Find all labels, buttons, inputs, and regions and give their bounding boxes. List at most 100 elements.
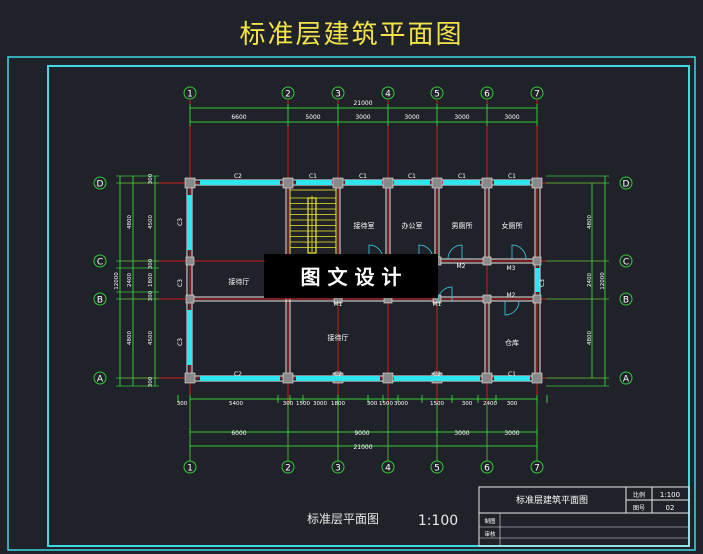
dim-left-mid: 4800 (127, 215, 133, 229)
dim-bottom-detail: 300 (462, 401, 473, 407)
window-tag: C2 (433, 371, 441, 378)
axis-bubble-right-B (619, 292, 633, 306)
dim-top-total: 21000 (353, 100, 372, 107)
axis-bubble-left-A (93, 371, 107, 385)
axis-label-left: D (97, 180, 104, 190)
door-swing (437, 286, 453, 302)
room-label: 接待厅 (328, 333, 349, 342)
axis-label-right: A (623, 375, 630, 385)
axis-label-right: B (623, 296, 629, 306)
room-label: 女厕所 (502, 221, 523, 230)
axis-bubble-top-4 (381, 86, 395, 100)
axis-label-top: 4 (385, 90, 391, 100)
axis-bubble-right-A (619, 371, 633, 385)
dim-left-inner: 1800 (148, 273, 154, 287)
axis-label-top: 2 (285, 90, 291, 100)
window-top (200, 180, 280, 185)
window-tag: C3 (177, 279, 184, 287)
column (532, 294, 542, 304)
axis-label-top: 7 (534, 90, 540, 100)
axis-label-top: 5 (434, 90, 440, 100)
column (184, 177, 196, 189)
axis-label-bottom: 3 (335, 464, 341, 474)
axis-label-bottom: 1 (187, 464, 193, 474)
dim-bottom-detail: 2400 (483, 401, 497, 407)
column (482, 294, 492, 304)
drawing-title: 标准层建筑平面图 (239, 20, 464, 50)
drawing-caption: 标准层平面图 (307, 512, 379, 526)
window-right (535, 268, 540, 292)
dim-bottom-detail: 300 (177, 401, 188, 407)
window-bottom (394, 376, 480, 381)
window-top (494, 180, 530, 185)
axis-label-right: D (623, 180, 630, 190)
axis-label-top: 6 (484, 90, 490, 100)
titleblock-drawn-label: 制图 (484, 517, 496, 525)
window-tag: C1 (408, 173, 416, 180)
window-tag: C1 (359, 173, 367, 180)
window-tag: C2 (234, 173, 242, 180)
dim-bottom-mid: 3000 (504, 430, 519, 437)
window-tag: C2 (234, 371, 242, 378)
dim-top-part: 6600 (231, 114, 246, 121)
titleblock-scale-value: 1:100 (660, 491, 680, 499)
column (185, 294, 195, 304)
door-tag: M2 (457, 263, 466, 270)
window-left (187, 310, 192, 365)
column (431, 177, 443, 189)
axis-label-left: A (97, 375, 104, 385)
title-block (478, 486, 690, 547)
titleblock-name: 标准层建筑平面图 (516, 494, 588, 506)
inner-border (47, 65, 690, 547)
dim-left-inner: 300 (148, 258, 154, 269)
dim-top-part: 3000 (355, 114, 370, 121)
axis-label-bottom: 2 (285, 464, 291, 474)
dim-bottom-detail: 1500 (296, 401, 310, 407)
window-tag: C1 (309, 173, 317, 180)
door-tag: M1 (433, 301, 442, 308)
dim-left-mid: 4800 (127, 331, 133, 345)
axis-bubble-top-3 (331, 86, 345, 100)
window-bottom (494, 376, 530, 381)
room-label: 仓库 (505, 338, 519, 347)
axis-bubble-top-7 (530, 86, 544, 100)
door-swing (504, 300, 520, 316)
dim-bottom-detail: 3000 (313, 401, 327, 407)
axis-bubble-top-5 (430, 86, 444, 100)
column (185, 256, 195, 266)
axis-label-bottom: 6 (484, 464, 490, 474)
window-left (187, 195, 192, 250)
column (382, 177, 394, 189)
column (482, 256, 492, 266)
axis-label-top: 3 (335, 90, 341, 100)
dim-left-inner: 300 (148, 376, 154, 387)
dim-right-total: 12000 (600, 272, 606, 290)
dim-right-mid: 2400 (587, 273, 593, 287)
dim-bottom-detail: 3000 (394, 401, 408, 407)
titleblock-sheet-value: 02 (666, 504, 675, 512)
drawing-scale: 1:100 (418, 513, 458, 529)
door-swing (511, 244, 527, 260)
window-tag: C1 (508, 371, 516, 378)
dim-top-part: 3000 (504, 114, 519, 121)
window-top (443, 180, 480, 185)
room-label: 接待室 (354, 221, 375, 230)
dim-bottom-detail: 5400 (229, 401, 243, 407)
room-label: 男厕所 (452, 221, 473, 230)
window-top (296, 180, 332, 185)
window-top (394, 180, 430, 185)
column (282, 372, 294, 384)
watermark-text: 图 文 设 计 (301, 265, 402, 289)
door-swing (447, 244, 463, 260)
column (332, 177, 344, 189)
dim-bottom-mid: 3000 (454, 430, 469, 437)
dim-top-part: 3000 (454, 114, 469, 121)
dim-left-inner: 300 (148, 173, 154, 184)
column (382, 372, 394, 384)
dim-left-total: 12000 (114, 272, 120, 290)
axis-label-bottom: 4 (385, 464, 391, 474)
column (481, 177, 493, 189)
column (282, 177, 294, 189)
axis-bubble-right-C (619, 254, 633, 268)
